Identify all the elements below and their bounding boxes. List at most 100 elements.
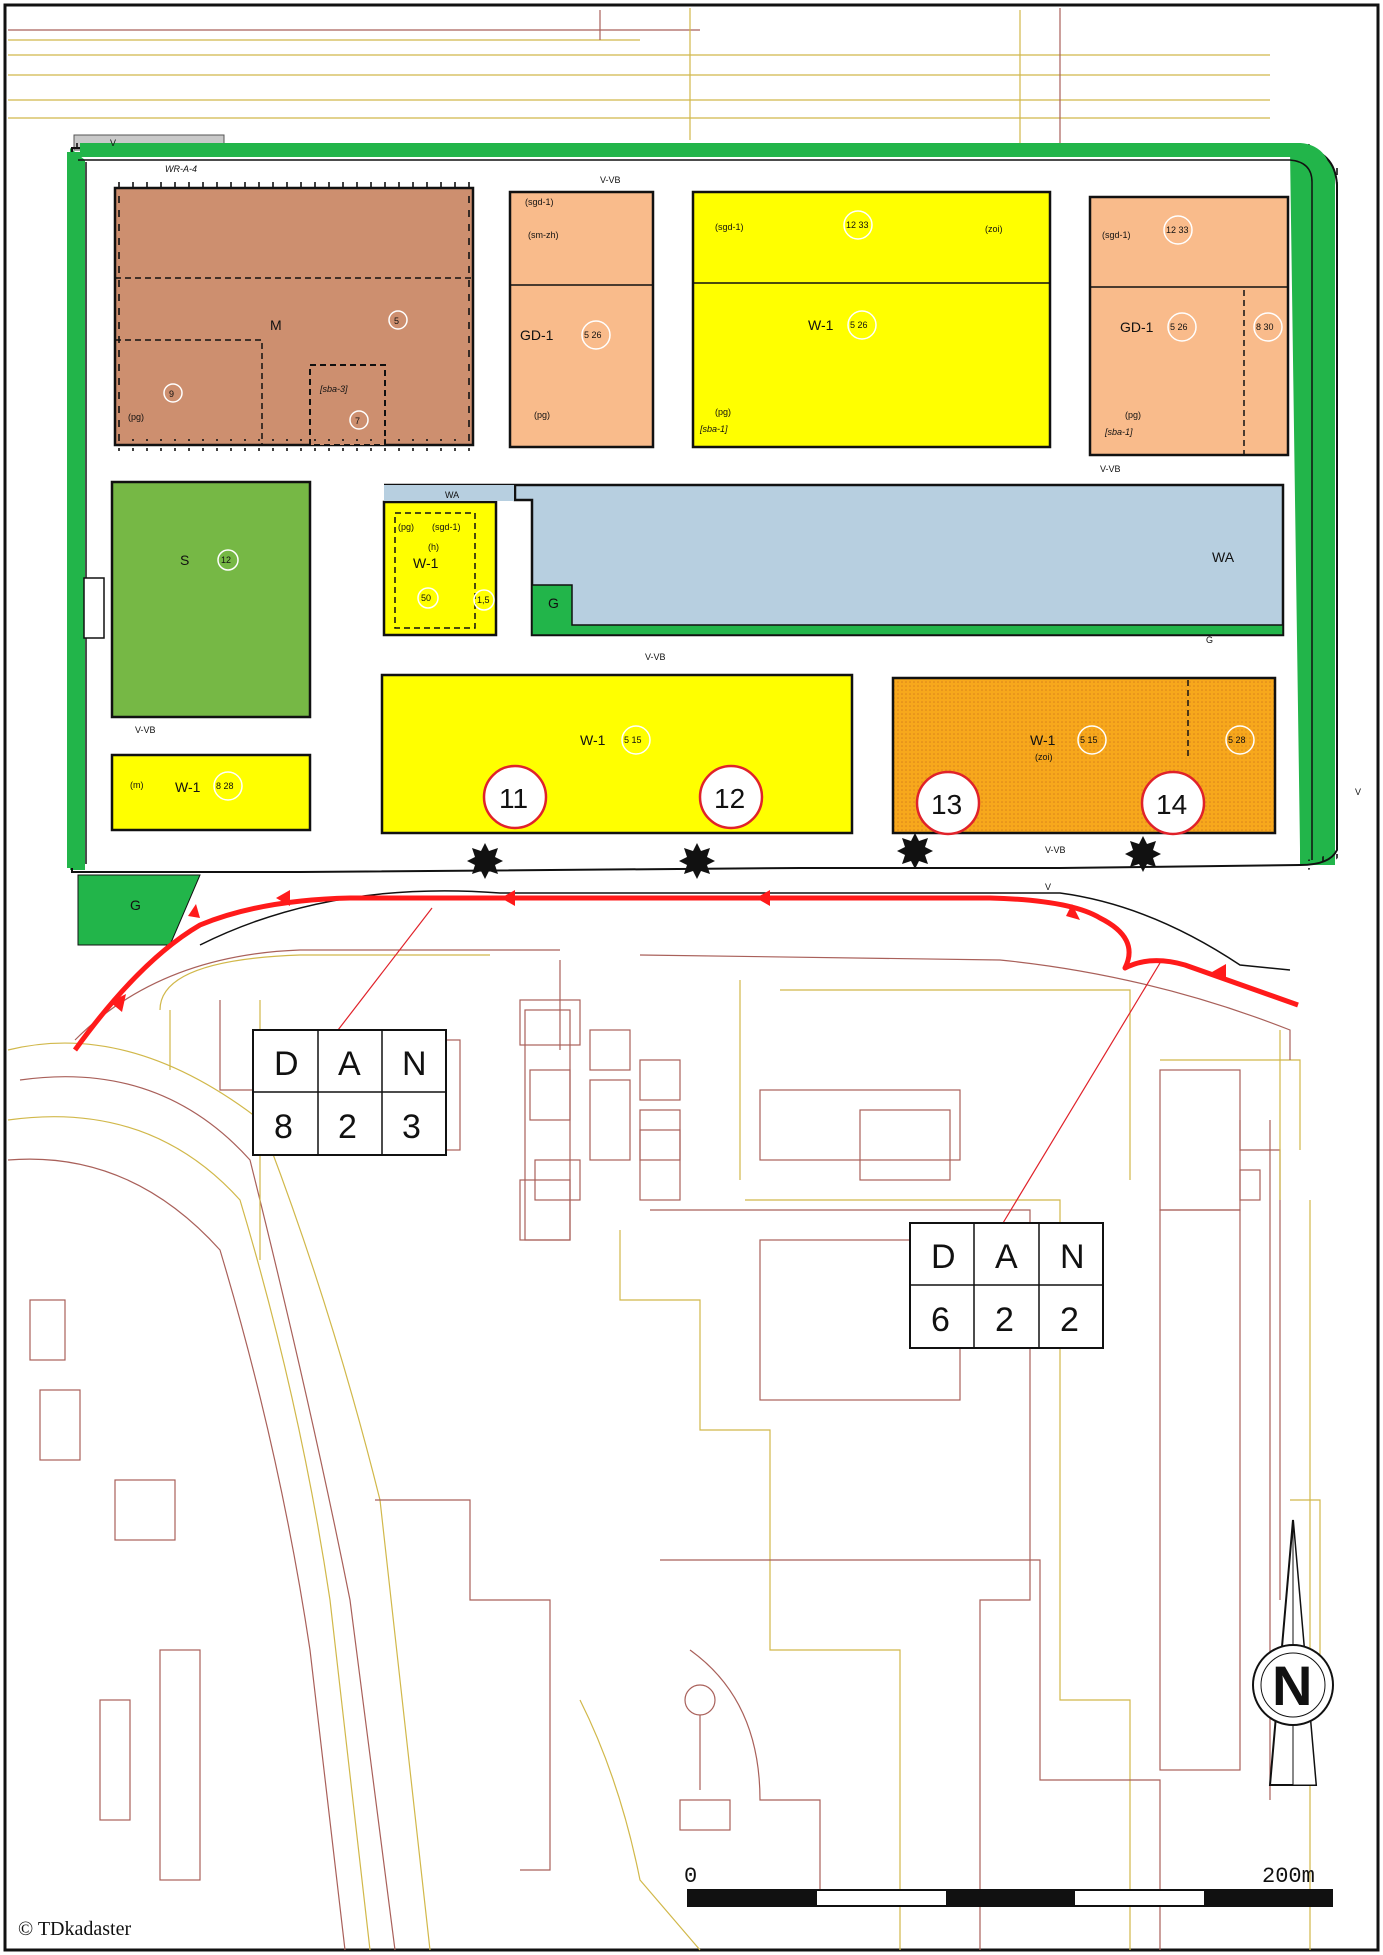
dan1-top-2: A xyxy=(338,1045,361,1083)
viewpoint-14[interactable]: 14 xyxy=(1125,770,1206,872)
viewpoint-11[interactable]: 11 xyxy=(467,764,548,879)
w1right-annotation-zoi: (zoi) xyxy=(1035,752,1053,762)
viewpoint-star-14 xyxy=(1125,836,1161,872)
cadastral-top xyxy=(8,8,1270,150)
dan-box-2: D A N 6 2 2 xyxy=(909,1222,1104,1349)
dan1-bottom-2: 2 xyxy=(338,1108,357,1146)
route-arrow-6 xyxy=(1066,904,1080,920)
w1top-annotation-pg: (pg) xyxy=(715,407,731,417)
w1top-value-b: 5 26 xyxy=(850,320,868,330)
zone-label-w1-top: W-1 xyxy=(808,317,834,333)
zone-label-gd1-a: GD-1 xyxy=(520,327,554,343)
viewpoint-star-12 xyxy=(679,843,715,879)
gd1b-annotation-pg: (pg) xyxy=(1125,410,1141,420)
label-v-right: V xyxy=(1355,787,1361,797)
m-annotation-sba3: [sba-3] xyxy=(319,384,348,394)
w1mid-annotation-pg: (pg) xyxy=(398,522,414,532)
dan2-top-1: D xyxy=(931,1238,956,1276)
w1mid-value-15: 1,5 xyxy=(477,595,490,605)
road-edge xyxy=(199,890,1291,971)
m-value-5: 5 xyxy=(394,316,399,326)
dan2-bottom-3: 2 xyxy=(1060,1301,1079,1339)
route-arrow-3 xyxy=(276,890,290,906)
dan2-bottom-2: 2 xyxy=(995,1301,1014,1339)
dan2-top-3: N xyxy=(1060,1238,1085,1276)
dan2-top-2: A xyxy=(995,1238,1018,1276)
zone-label-m: M xyxy=(270,317,282,333)
gd1b-value-b: 8 30 xyxy=(1256,322,1274,332)
viewpoint-label-14: 14 xyxy=(1156,789,1187,820)
label-vvb-left: V-VB xyxy=(135,725,156,735)
w1mid-annotation-h: (h) xyxy=(428,542,439,552)
m-annotation-pg: (pg) xyxy=(128,412,144,422)
dan-box-1: D A N 8 2 3 xyxy=(252,1029,447,1156)
gd1b-annotation-sgd1: (sgd-1) xyxy=(1102,230,1131,240)
north-arrow-letter: N xyxy=(1272,1654,1312,1717)
dan2-bottom-1: 6 xyxy=(931,1301,950,1339)
zone-gd1-a: (sgd-1) (sm-zh) GD-1 5 26 (pg) xyxy=(508,190,655,449)
gd1b-value-a: 5 26 xyxy=(1170,322,1188,332)
viewpoint-star-11 xyxy=(467,843,503,879)
w1mid-value-50: 50 xyxy=(421,593,431,603)
leader-line-1 xyxy=(337,907,433,1031)
zone-w1-small: (m) W-1 8 28 xyxy=(110,753,312,832)
north-arrow: N xyxy=(1252,1519,1334,1786)
zone-label-g-bottom-left: G xyxy=(130,897,141,913)
zone-label-gd1-b: GD-1 xyxy=(1120,319,1154,335)
zone-gd1-b: (sgd-1) 12 33 GD-1 5 26 8 30 (pg) [sba-1… xyxy=(1088,195,1290,457)
gd1a-annotation-sgd1: (sgd-1) xyxy=(525,197,554,207)
gd1a-value: 5 26 xyxy=(584,330,602,340)
route-arrow-1 xyxy=(110,994,126,1012)
zone-label-w1-right: W-1 xyxy=(1030,732,1056,748)
route-arrow-4 xyxy=(501,890,515,906)
gd1b-value-top: 12 33 xyxy=(1166,225,1189,235)
zone-s: S 12 xyxy=(83,480,312,719)
viewpoint-label-13: 13 xyxy=(931,789,962,820)
m-value-9: 9 xyxy=(169,389,174,399)
scale-bar-start: 0 xyxy=(684,1864,697,1889)
zone-label-s: S xyxy=(180,552,189,568)
label-vvb-right: V-VB xyxy=(1100,464,1121,474)
zone-w1-mid: (pg) (sgd-1) (h) W-1 50 1,5 xyxy=(382,500,498,637)
zone-label-w1-center: W-1 xyxy=(580,732,606,748)
zone-w1-top: (sgd-1) 12 33 (zoi) W-1 5 26 (pg) [sba-1… xyxy=(691,190,1052,449)
zone-w1-center: W-1 5 15 xyxy=(380,673,854,835)
w1right-value-a: 5 15 xyxy=(1080,735,1098,745)
route-arrow-2 xyxy=(188,904,200,918)
route-line xyxy=(72,895,1299,1052)
dan1-top-1: D xyxy=(274,1045,299,1083)
zone-m: M 5 9 7 (pg) [sba-3] xyxy=(113,186,475,447)
leader-line-2 xyxy=(1002,962,1161,1224)
w1right-value-b: 5 28 xyxy=(1228,735,1246,745)
scale-bar-end: 200m xyxy=(1262,1864,1315,1889)
dan1-bottom-1: 8 xyxy=(274,1108,293,1146)
cadastral-south-road xyxy=(74,949,1291,1241)
block-hatches xyxy=(109,182,479,451)
dan1-top-3: N xyxy=(402,1045,427,1083)
zone-label-wa-right: WA xyxy=(1212,549,1235,565)
w1top-annotation-sgd1: (sgd-1) xyxy=(715,222,744,232)
m-value-7: 7 xyxy=(355,416,360,426)
cadastral-bottom xyxy=(7,999,1321,1951)
dan1-bottom-3: 3 xyxy=(402,1108,421,1146)
w1small-annotation-m: (m) xyxy=(130,780,144,790)
w1small-value: 8 28 xyxy=(216,781,234,791)
viewpoint-13[interactable]: 13 xyxy=(897,770,981,869)
copyright-text: © TDkadaster xyxy=(18,1918,131,1940)
s-value-12: 12 xyxy=(221,555,231,565)
w1top-value-a: 12 33 xyxy=(846,220,869,230)
label-v-top: V xyxy=(110,138,116,148)
zone-label-wa-top: WA xyxy=(445,490,459,500)
viewpoint-12[interactable]: 12 xyxy=(679,764,764,879)
zone-label-w1-mid: W-1 xyxy=(413,555,439,571)
label-vvb-top: V-VB xyxy=(600,175,621,185)
gd1a-annotation-pg: (pg) xyxy=(534,410,550,420)
zone-label-w1-small: W-1 xyxy=(175,779,201,795)
label-vvb-mid: V-VB xyxy=(645,652,666,662)
zone-wa: WA WA G G xyxy=(384,483,1285,645)
w1center-value: 5 15 xyxy=(624,735,642,745)
route-arrow-7 xyxy=(1212,964,1226,980)
viewpoint-label-11: 11 xyxy=(499,783,528,814)
route-arrow-5 xyxy=(756,890,770,906)
